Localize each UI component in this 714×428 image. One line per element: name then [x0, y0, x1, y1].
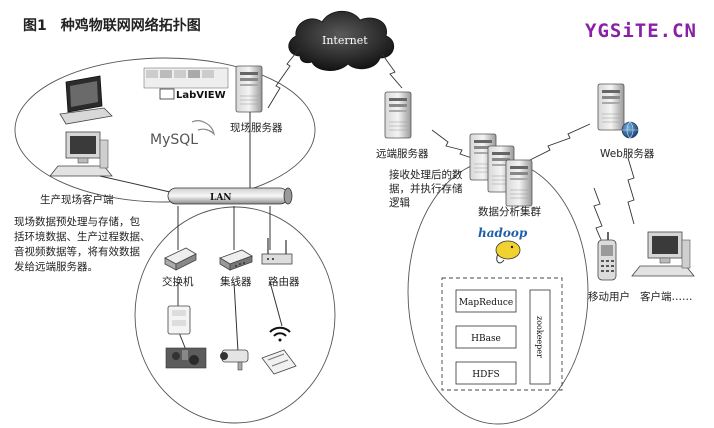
site-server-label: 现场服务器	[230, 121, 283, 134]
svg-text:发给远端服务器。: 发给远端服务器。	[14, 260, 98, 273]
mobile-user-label: 移动用户	[588, 290, 630, 303]
svg-text:HDFS: HDFS	[472, 370, 499, 380]
stack-mapreduce: MapReduce	[455, 289, 517, 313]
router-icon	[261, 238, 293, 265]
hadoop-logo-icon	[495, 240, 521, 264]
figure-title: 图1 种鸡物联网网络拓扑图	[23, 17, 201, 34]
svg-text:括环境数据、生产过程数据、: 括环境数据、生产过程数据、	[14, 230, 151, 243]
lan-label: LAN	[210, 193, 232, 203]
lan-bus	[167, 187, 293, 205]
wifi-icon	[269, 326, 291, 342]
svg-text:接收处理后的数: 接收处理后的数	[389, 168, 463, 181]
lan-area-ellipse	[134, 206, 336, 424]
switch-icon	[164, 247, 197, 271]
watermark: YGSiTE.CN	[585, 20, 697, 42]
svg-text:现场数据预处理与存储，包: 现场数据预处理与存储，包	[14, 215, 140, 228]
remote-server-description: 接收处理后的数 据，并执行存储 逻辑	[389, 168, 463, 209]
device-label-router: 路由器	[268, 275, 300, 288]
cloud-label: Internet	[322, 34, 368, 47]
client-label: 生产现场客户端	[40, 193, 114, 206]
sensor-icon	[167, 305, 191, 335]
svg-text:逻辑: 逻辑	[389, 196, 410, 209]
site-area-ellipse	[14, 57, 316, 203]
device-label-hub: 集线器	[220, 275, 252, 288]
hadoop-logo-text: hadoop	[478, 226, 528, 240]
svg-text:HBase: HBase	[471, 334, 501, 344]
hub-icon	[219, 249, 253, 271]
wireless-links	[267, 47, 635, 243]
computer-icon	[49, 131, 113, 177]
site-server-icon	[235, 65, 263, 113]
svg-text:MapReduce: MapReduce	[459, 298, 513, 308]
svg-text:据，并执行存储: 据，并执行存储	[389, 182, 463, 195]
svg-text:音视频数据等，将有效数据: 音视频数据等，将有效数据	[14, 245, 140, 258]
web-server-label: Web服务器	[600, 147, 655, 160]
cloud-icon	[288, 10, 394, 71]
hadoop-stack-box	[441, 277, 563, 391]
cluster-label: 数据分析集群	[478, 205, 541, 218]
phone-icon	[597, 232, 617, 281]
stack-hbase: HBase	[455, 325, 517, 349]
stack-zookeeper: zookeeper	[529, 289, 551, 385]
labview-logo: LabVIEW	[176, 90, 226, 101]
camera-icon	[220, 349, 249, 371]
device-label-switch: 交换机	[162, 275, 194, 288]
svg-text:zookeeper: zookeeper	[535, 316, 544, 358]
wireless-sensor-icon	[261, 349, 297, 375]
field-devices-icon	[165, 347, 207, 369]
stack-hdfs: HDFS	[455, 361, 517, 385]
client-label-right: 客户端……	[640, 290, 693, 303]
cluster-server-icons	[469, 133, 533, 207]
laptop-icon	[59, 75, 113, 125]
client-description: 现场数据预处理与存储，包 括环境数据、生产过程数据、 音视频数据等，将有效数据 …	[14, 215, 151, 273]
remote-server-label: 远端服务器	[376, 147, 429, 160]
software-logos: LabVIEW MySQL	[143, 67, 229, 148]
client-computer-icon	[631, 231, 695, 277]
remote-server-icon	[384, 91, 412, 139]
web-server-icon	[597, 83, 639, 139]
mysql-logo: MySQL	[150, 132, 198, 148]
